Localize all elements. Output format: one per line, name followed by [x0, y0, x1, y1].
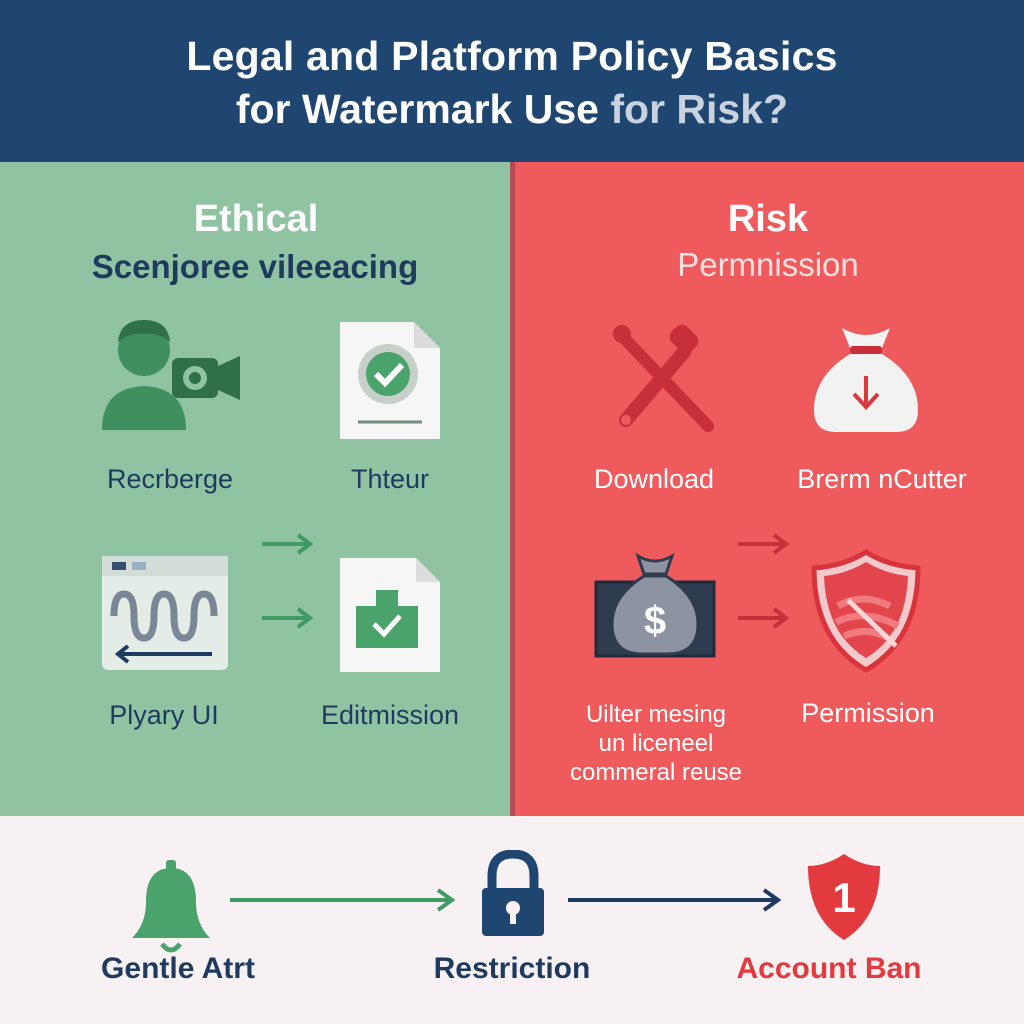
money-bag-download-icon — [814, 328, 918, 432]
risk-item-3-line-1: Uilter mesing — [585, 701, 727, 728]
person-camera-icon — [102, 320, 240, 430]
arrow-right-icon — [262, 607, 314, 629]
risk-panel: Risk Permnission Download Brerm nCutter … — [512, 162, 1024, 816]
waveform-window-icon — [102, 556, 228, 670]
lock-icon — [482, 850, 544, 936]
arrow-right-icon — [568, 888, 782, 912]
ethical-subtitle: Scenjoree vileeacing — [91, 248, 419, 285]
panel-divider — [510, 162, 515, 816]
ethical-item-4-label: Editmission — [320, 700, 460, 730]
svg-text:$: $ — [644, 599, 666, 643]
step-account-ban-label: Account Ban — [736, 952, 922, 985]
account-ban-badge: 1 — [832, 874, 855, 921]
ethical-item-1-label: Recrberge — [106, 464, 234, 494]
enforcement-flow: 1 Gentle Atrt Restriction Account Ban — [0, 816, 1024, 1024]
ethical-item-3-label: Plyary UI — [109, 700, 219, 730]
page-title-line2-main: for Watermark Use — [235, 86, 599, 132]
risk-title: Risk — [727, 198, 809, 240]
risk-subtitle: Permnission — [677, 246, 859, 283]
download-file-icon — [340, 558, 440, 672]
risk-item-1-label: Download — [593, 464, 715, 494]
risk-item-2-label: Brerm nCutter — [797, 464, 967, 494]
crossed-tools-icon — [613, 324, 714, 432]
risk-item-3-line-2: un liceneel — [598, 730, 714, 757]
step-gentle-alert-label: Gentle Atrt — [101, 952, 255, 985]
shield-icon — [811, 549, 921, 673]
page-title-line1: Legal and Platform Policy Basics — [186, 33, 838, 79]
page-title-line2-muted: for Risk? — [610, 86, 789, 132]
risk-item-3-line-3: commeral reuse — [569, 759, 743, 786]
risk-item-4-label: Permission — [801, 698, 935, 728]
risk-item-3-label: Uilter mesing un liceneel commeral reuse — [556, 700, 756, 787]
money-bag-icon: $ — [594, 552, 716, 658]
step-restriction-label: Restriction — [433, 952, 591, 985]
arrow-right-icon — [738, 607, 790, 629]
arrow-right-icon — [230, 888, 456, 912]
checked-document-icon — [340, 322, 440, 439]
ethical-item-2-label: Thteur — [350, 464, 430, 494]
header-banner: Legal and Platform Policy Basics for Wat… — [0, 0, 1024, 162]
arrow-right-icon — [262, 533, 314, 555]
page-title-line2: for Watermark Use for Risk? — [0, 86, 1024, 133]
arrow-right-icon — [738, 533, 790, 555]
warning-shield-icon: 1 — [808, 854, 880, 940]
ethical-title: Ethical — [193, 198, 319, 240]
ethical-panel: Ethical Scenjoree vileeacing Recrberge T… — [0, 162, 512, 816]
bell-icon — [132, 860, 210, 953]
